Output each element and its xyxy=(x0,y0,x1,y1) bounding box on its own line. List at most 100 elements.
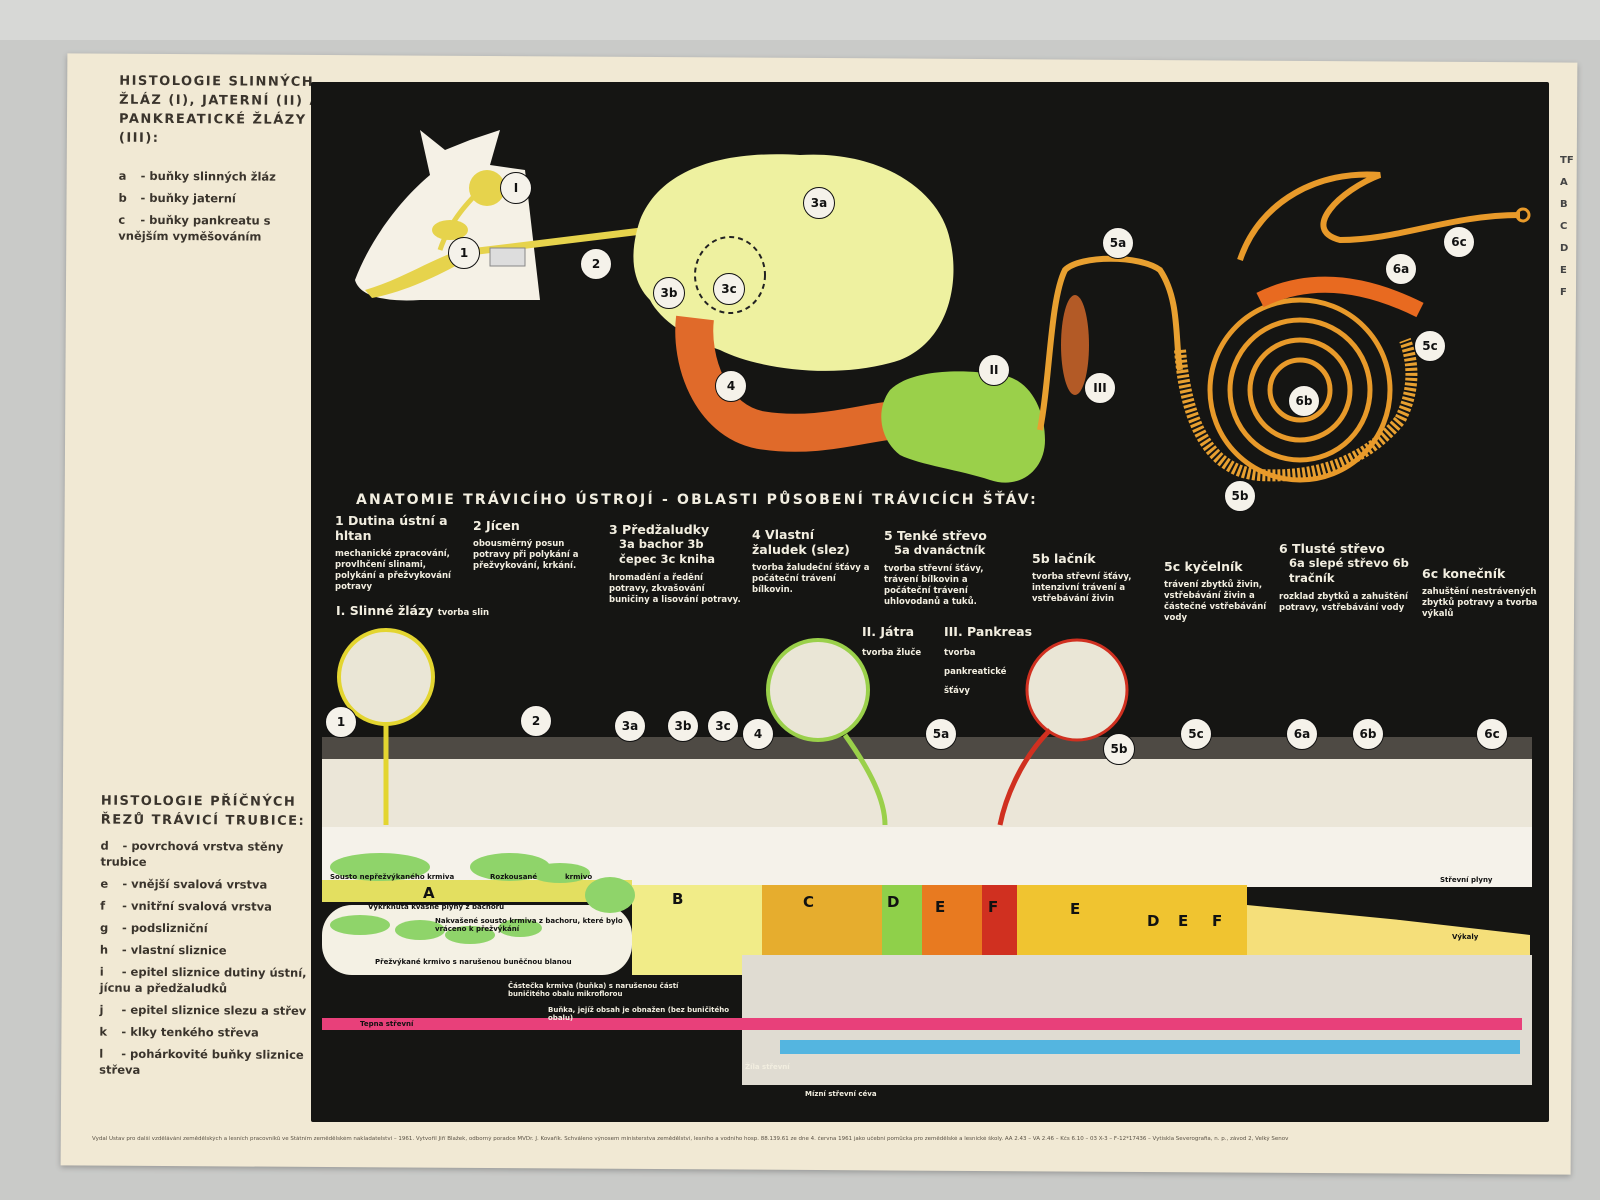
section-desc: tvorba střevní šťávy, intenzivní trávení… xyxy=(1032,572,1132,604)
edge-letter: E xyxy=(1560,265,1567,276)
anatomy-label-3b: 3b xyxy=(653,277,685,309)
section-desc: trávení zbytků živin, vstřebávání živin … xyxy=(1164,580,1267,623)
lumen-letter-F: F xyxy=(1212,912,1223,930)
section-head: 4 Vlastní žaludek (slez) xyxy=(752,527,850,557)
rectum xyxy=(1237,171,1521,261)
section-head: 1 Dutina ústní a hltan xyxy=(335,513,448,543)
footer-imprint: Vydal Ústav pro další vzdělávání zeměděl… xyxy=(92,1136,1289,1142)
section-marker-6b: 6b xyxy=(1352,718,1384,750)
lumen-letter-D: D xyxy=(887,893,900,911)
section-desc: mechanické zpracování, provlhčení slinam… xyxy=(335,549,451,592)
feed-particles xyxy=(330,853,635,944)
section-desc: tvorba střevní šťávy, trávení bílkovin a… xyxy=(884,564,984,607)
jejunum xyxy=(1174,337,1418,482)
section-marker-6c: 6c xyxy=(1476,718,1508,750)
section-marker-3b: 3b xyxy=(667,710,699,742)
anatomy-label-II: II xyxy=(978,354,1010,386)
gland-desc: tvorba pankreatické šťávy xyxy=(944,648,1007,696)
section-head: 5b lačník xyxy=(1032,551,1096,566)
section-sub: 3a bachor 3b čepec 3c kniha xyxy=(619,537,716,566)
lumen-letter-C: C xyxy=(803,893,815,911)
anatomy-label-4: 4 xyxy=(715,370,747,402)
anatomy-label-5c: 5c xyxy=(1414,330,1446,362)
anatomy-label-3c: 3c xyxy=(713,273,745,305)
anatomy-label-I: I xyxy=(500,172,532,204)
section-head: 3 Předžaludky xyxy=(609,522,710,537)
main-title: ANATOMIE TRÁVICÍHO ÚSTROJÍ - OBLASTI PŮS… xyxy=(356,492,1038,508)
lumen-letter-E: E xyxy=(935,898,946,916)
lumen-note: Výkaly xyxy=(1452,933,1479,941)
section-head: 5c kyčelník xyxy=(1164,559,1243,574)
section-block: 1 Dutina ústní a hltan mechanické zpracov… xyxy=(335,513,465,593)
lumen-note: krmivo xyxy=(565,873,593,881)
colon-spiral xyxy=(1207,297,1393,483)
section-desc: tvorba žaludeční šťávy a počáteční tráve… xyxy=(752,563,870,595)
gland-block: III. Pankreas tvorba pankreatické šťávy xyxy=(944,621,1034,697)
gland-block: II. Játra tvorba žluče xyxy=(862,621,942,659)
section-desc: obousměrný posun potravy při polykání a … xyxy=(473,539,579,571)
section-marker-2: 2 xyxy=(520,705,552,737)
gland-head: III. Pankreas xyxy=(944,624,1033,639)
anatomy-label-6b: 6b xyxy=(1288,385,1320,417)
pancreas xyxy=(1061,295,1089,395)
anatomy-label-1: 1 xyxy=(448,237,480,269)
edge-letter: B xyxy=(1560,199,1568,210)
gland-head: I. Slinné žlázy xyxy=(336,603,438,618)
section-marker-4: 4 xyxy=(742,718,774,750)
liver-section xyxy=(766,638,870,742)
gland-block: I. Slinné žlázy tvorba slin xyxy=(336,600,496,619)
lumen-note: Tepna střevní xyxy=(360,1020,414,1028)
edge-letter: A xyxy=(1560,177,1568,188)
liver xyxy=(881,371,1045,483)
section-marker-1: 1 xyxy=(325,706,357,738)
section-sub: 5a dvanáctník xyxy=(894,543,986,557)
duodenum xyxy=(1037,255,1183,431)
lumen-note: Střevní plyny xyxy=(1440,876,1493,884)
gland-desc: tvorba slin xyxy=(437,608,490,618)
lumen-note: Rozkousané xyxy=(490,873,538,881)
anatomy-label-6a: 6a xyxy=(1385,253,1417,285)
lumen-note: Částečka krmiva (buňka) s narušenou část… xyxy=(508,982,679,998)
section-desc: rozklad zbytků a zahuštění potravy, vstř… xyxy=(1279,592,1408,613)
section-head: 2 Jícen xyxy=(473,518,520,533)
section-head: 6 Tlusté střevo xyxy=(1279,541,1385,556)
lumen-note: Mízní střevní céva xyxy=(805,1090,877,1098)
abomasum xyxy=(675,315,901,452)
cow-head xyxy=(355,130,651,301)
anatomy-label-6c: 6c xyxy=(1443,226,1475,258)
edge-letter: D xyxy=(1560,243,1569,254)
anatomy-label-III: III xyxy=(1084,372,1116,404)
salivary-gland-section xyxy=(337,628,435,726)
edge-letter: TF xyxy=(1560,155,1574,166)
section-marker-5c: 5c xyxy=(1180,718,1212,750)
section-head: 6c konečník xyxy=(1422,566,1506,581)
lumen-note: Žíla střevní xyxy=(745,1063,790,1071)
wall xyxy=(0,0,1600,40)
anatomy-label-2: 2 xyxy=(580,248,612,280)
histology-band xyxy=(322,737,1532,1085)
caecum xyxy=(1256,276,1424,318)
section-block: 5b lačník tvorba střevní šťávy, intenzivn… xyxy=(1032,551,1152,605)
gland-head: II. Játra xyxy=(862,624,915,639)
lumen-letter-B: B xyxy=(672,890,684,908)
section-marker-3a: 3a xyxy=(614,710,646,742)
lumen-note: Sousto nepřežvýkaného krmiva xyxy=(330,873,455,881)
section-block: 5c kyčelník trávení zbytků živin, vstřebá… xyxy=(1164,559,1284,624)
anatomy-label-5a: 5a xyxy=(1102,227,1134,259)
edge-letter: C xyxy=(1560,221,1568,232)
section-marker-5a: 5a xyxy=(925,718,957,750)
lumen-letter-E: E xyxy=(1070,900,1081,918)
anatomy-label-5b: 5b xyxy=(1224,480,1256,512)
section-marker-3c: 3c xyxy=(707,710,739,742)
section-block: 2 Jícen obousměrný posun potravy při poly… xyxy=(473,518,593,572)
section-block: 4 Vlastní žaludek (slez) tvorba žaludeční… xyxy=(752,527,872,596)
anatomy-label-3a: 3a xyxy=(803,187,835,219)
section-marker-6a: 6a xyxy=(1286,718,1318,750)
section-marker-5b: 5b xyxy=(1103,733,1135,765)
gland-desc: tvorba žluče xyxy=(862,648,922,658)
